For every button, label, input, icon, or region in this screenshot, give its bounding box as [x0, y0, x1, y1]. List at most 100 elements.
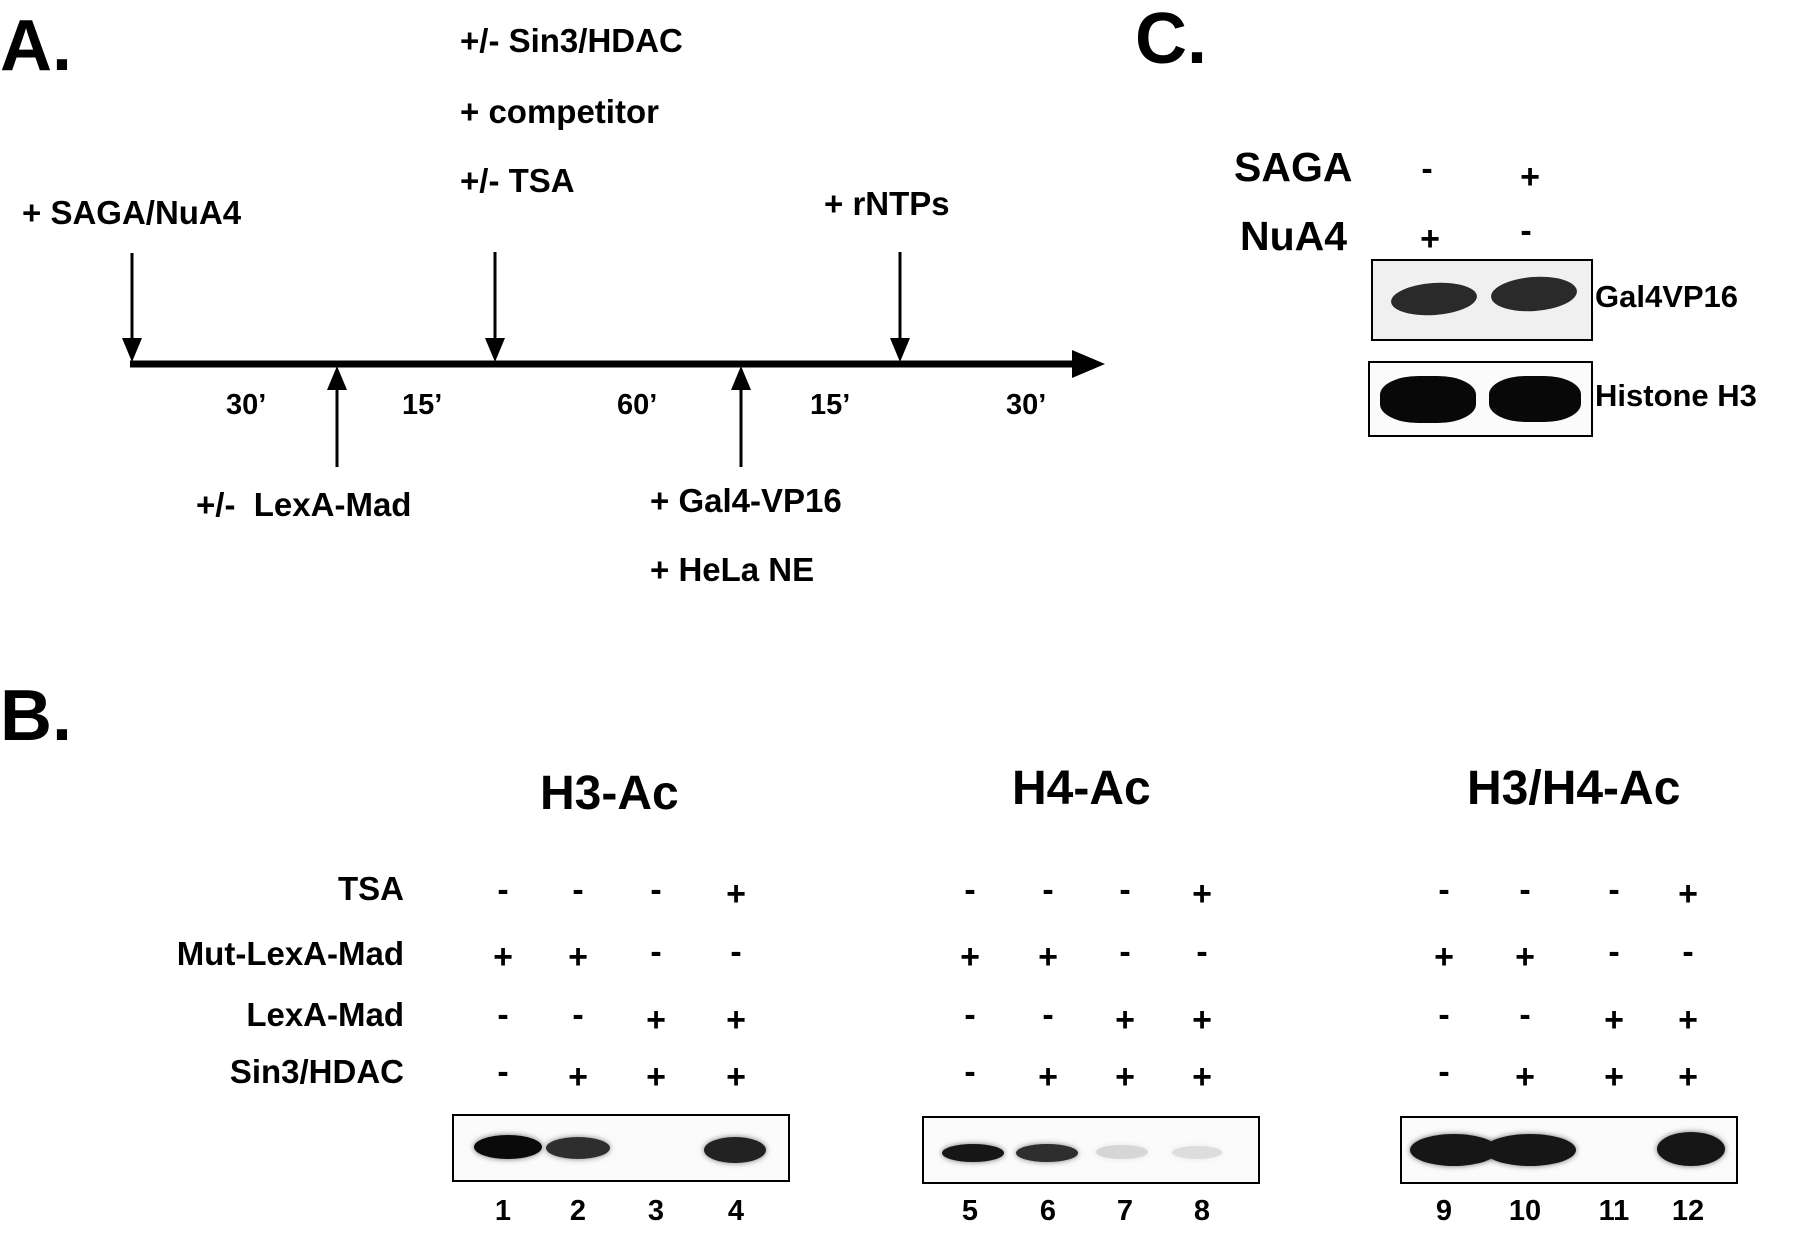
panel-c-saga-lane-2: + [1520, 158, 1540, 196]
label-tsa-addition: +/- TSA [460, 162, 575, 199]
blot-gal4vp16 [1371, 259, 1593, 341]
blot-histone-h3-label: Histone H3 [1595, 378, 1757, 413]
gel1-tsa-2: - [572, 871, 584, 909]
lane-number-1: 1 [494, 1195, 512, 1227]
interval-3: 60’ [617, 389, 658, 421]
gel-h4-ac-band-1 [942, 1144, 1004, 1162]
gel-h4-ac-band-2 [1016, 1144, 1078, 1162]
gel3-mut-1: + [1434, 938, 1454, 976]
gel-title-h3-h4-ac: H3/H4-Ac [1467, 762, 1681, 815]
gel3-tsa-4: + [1678, 875, 1698, 913]
panel-c-saga-lane-1: - [1421, 150, 1433, 188]
panel-c-nua4-label: NuA4 [1240, 213, 1348, 259]
gel3-mut-2: + [1515, 938, 1535, 976]
gel2-sin3-4: + [1192, 1058, 1212, 1096]
gel1-tsa-1: - [497, 871, 509, 909]
gel2-mut-2: + [1038, 938, 1058, 976]
interval-2: 15’ [402, 389, 443, 421]
gel1-tsa-3: - [650, 871, 662, 909]
gel-h3-ac-band-1 [474, 1135, 542, 1159]
lane-number-2: 2 [569, 1195, 587, 1227]
gel2-mut-3: - [1119, 933, 1131, 971]
row-label-tsa: TSA [338, 870, 404, 907]
row-label-sin3-hdac: Sin3/HDAC [229, 1053, 404, 1090]
gel-title-h4-ac: H4-Ac [1012, 762, 1151, 815]
gel1-sin3-2: + [568, 1058, 588, 1096]
panel-letter-b: B. [0, 676, 72, 756]
gel-h4-ac-band-4 [1172, 1146, 1222, 1159]
gel1-sin3-1: - [497, 1053, 509, 1091]
gel1-mut-4: - [730, 933, 742, 971]
gel-h4-ac-band-3 [1096, 1145, 1148, 1159]
gel-h3-h4-ac-band-2 [1484, 1134, 1576, 1166]
gel3-sin3-1: - [1438, 1053, 1450, 1091]
lane-number-9: 9 [1435, 1195, 1453, 1227]
gel3-sin3-4: + [1678, 1058, 1698, 1096]
gel2-tsa-3: - [1119, 871, 1131, 909]
gel2-sin3-1: - [964, 1053, 976, 1091]
label-rntps-addition: + rNTPs [824, 185, 950, 222]
label-gal4-vp16-addition: + Gal4-VP16 [650, 482, 842, 519]
gel1-lexa-1: - [497, 996, 509, 1034]
gel3-tsa-1: - [1438, 871, 1450, 909]
gel-h3-h4-ac-band-4 [1657, 1132, 1725, 1166]
gel-h3-h4-ac-band-1 [1410, 1134, 1498, 1166]
row-label-mut-lexa-mad: Mut-LexA-Mad [176, 935, 404, 972]
gel3-sin3-2: + [1515, 1058, 1535, 1096]
gel-h3-ac-band-2 [546, 1137, 610, 1159]
gel-h3-ac [452, 1114, 790, 1182]
label-competitor-addition: + competitor [460, 93, 659, 130]
gel2-lexa-3: + [1115, 1001, 1135, 1039]
blot-gal4vp16-band-2 [1489, 274, 1579, 314]
blot-histone-h3-band-2 [1489, 376, 1581, 422]
gel-title-h3-ac: H3-Ac [540, 767, 679, 820]
gel1-sin3-3: + [646, 1058, 666, 1096]
interval-4: 15’ [810, 389, 851, 421]
gel3-lexa-3: + [1604, 1001, 1624, 1039]
panel-c-nua4-lane-1: + [1420, 220, 1440, 258]
timeline-arrowhead [1072, 350, 1105, 378]
gel3-sin3-3: + [1604, 1058, 1624, 1096]
label-hela-ne-addition: + HeLa NE [650, 551, 815, 588]
gel1-tsa-4: + [726, 875, 746, 913]
gel2-lexa-1: - [964, 996, 976, 1034]
blot-histone-h3-band-1 [1380, 376, 1476, 423]
gel-h3-h4-ac [1400, 1116, 1738, 1184]
lane-number-11: 11 [1598, 1195, 1630, 1227]
blot-gal4vp16-band-1 [1389, 280, 1479, 318]
gel1-sin3-4: + [726, 1058, 746, 1096]
gel1-lexa-3: + [646, 1001, 666, 1039]
interval-1: 30’ [226, 389, 267, 421]
gel3-tsa-2: - [1519, 871, 1531, 909]
gel2-tsa-1: - [964, 871, 976, 909]
label-saga-nua4-addition: + SAGA/NuA4 [22, 194, 242, 231]
interval-5: 30’ [1006, 389, 1047, 421]
gel1-mut-1: + [493, 938, 513, 976]
gel-h3-ac-band-4 [704, 1137, 766, 1163]
blot-histone-h3 [1368, 361, 1593, 437]
lane-number-4: 4 [727, 1195, 745, 1227]
gel1-lexa-4: + [726, 1001, 746, 1039]
gel3-lexa-4: + [1678, 1001, 1698, 1039]
gel2-tsa-2: - [1042, 871, 1054, 909]
panel-c-nua4-lane-2: - [1520, 212, 1532, 250]
lane-number-3: 3 [647, 1195, 665, 1227]
lane-number-5: 5 [961, 1195, 979, 1227]
gel2-tsa-4: + [1192, 875, 1212, 913]
gel3-mut-3: - [1608, 933, 1620, 971]
gel2-lexa-2: - [1042, 996, 1054, 1034]
panel-letter-c: C. [1135, 0, 1207, 79]
lane-number-8: 8 [1193, 1195, 1211, 1227]
label-sin3-hdac-addition: +/- Sin3/HDAC [460, 22, 683, 59]
lane-number-6: 6 [1039, 1195, 1057, 1227]
gel1-mut-2: + [568, 938, 588, 976]
gel3-tsa-3: - [1608, 871, 1620, 909]
gel3-mut-4: - [1682, 933, 1694, 971]
gel2-lexa-4: + [1192, 1001, 1212, 1039]
gel3-lexa-2: - [1519, 996, 1531, 1034]
lane-number-12: 12 [1671, 1195, 1705, 1227]
blot-gal4vp16-label: Gal4VP16 [1595, 279, 1739, 314]
gel2-mut-4: - [1196, 933, 1208, 971]
gel1-mut-3: - [650, 933, 662, 971]
